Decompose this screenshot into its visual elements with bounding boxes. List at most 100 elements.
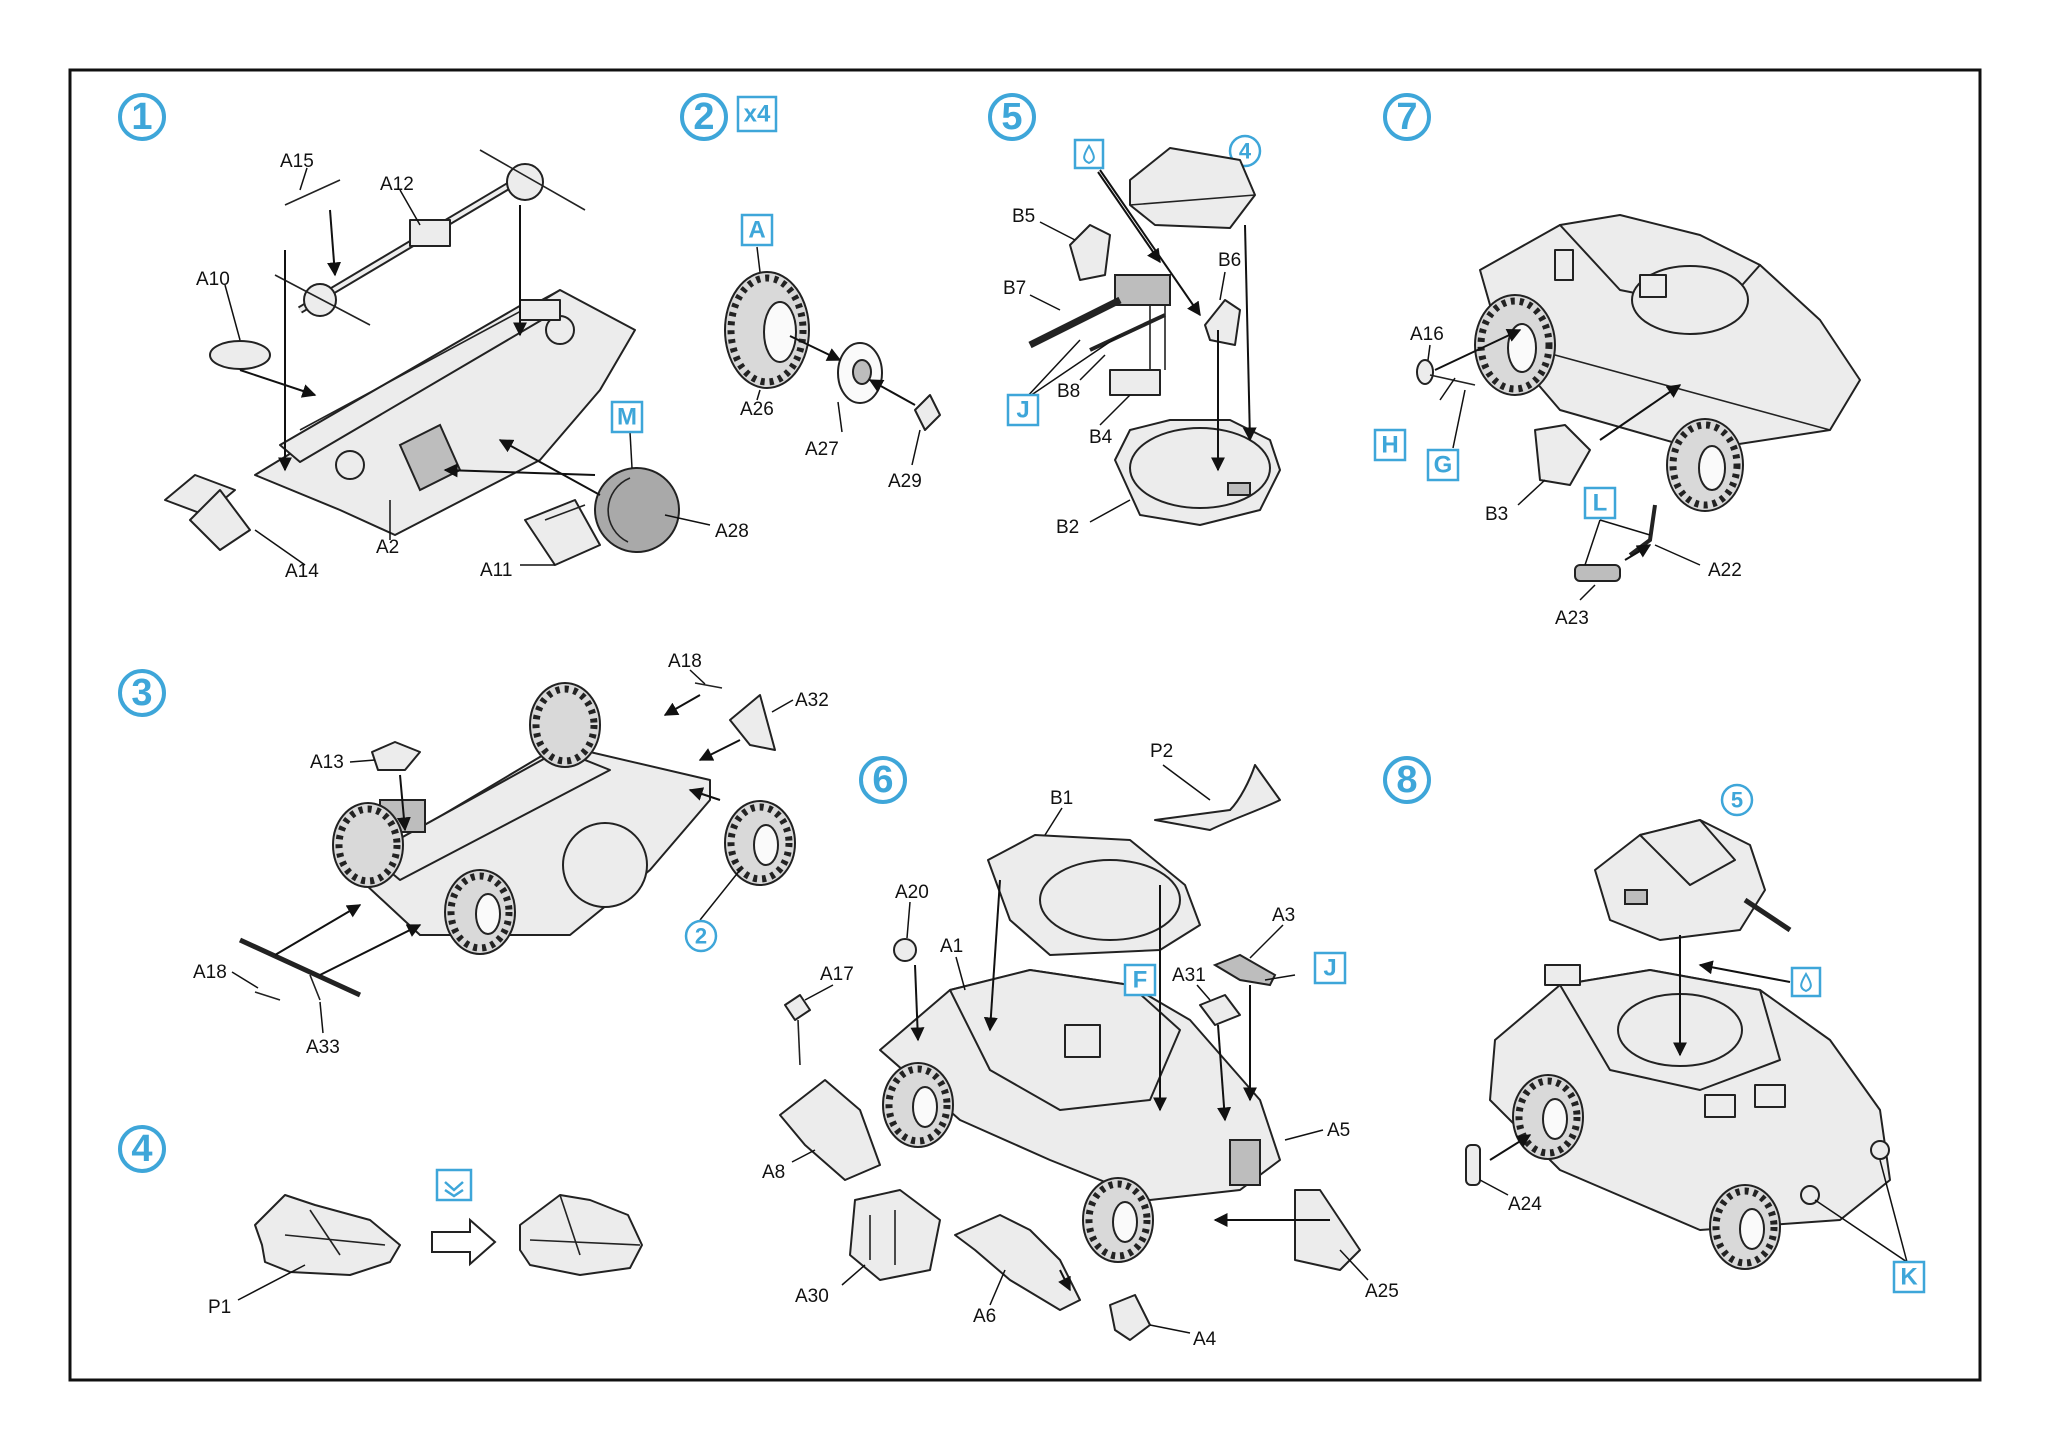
label-a3: A3	[1272, 905, 1295, 926]
step-1: 1	[118, 93, 749, 582]
label-a26: A26	[740, 399, 774, 420]
label-a15: A15	[280, 151, 314, 172]
svg-text:3: 3	[131, 672, 152, 714]
label-a31: A31	[1172, 965, 1206, 986]
tyre-a26-drawing	[724, 271, 810, 389]
glue-drop-icon	[1073, 138, 1105, 170]
svg-text:H: H	[1381, 432, 1398, 459]
label-b4: B4	[1089, 427, 1113, 448]
hull-a1-drawing	[879, 969, 1281, 1201]
glue-drop-icon-step8	[1790, 966, 1822, 998]
callout-j-step6: J	[1313, 951, 1347, 985]
label-a30: A30	[795, 1286, 829, 1307]
label-b8: B8	[1057, 381, 1080, 402]
callout-l: L	[1583, 486, 1617, 520]
svg-text:K: K	[1900, 1264, 1918, 1291]
label-b3: B3	[1485, 504, 1508, 525]
part-a17-drawing	[784, 994, 811, 1066]
part-a16-drawing	[1416, 359, 1476, 386]
part-p2-drawing	[1154, 764, 1281, 831]
part-a24-drawing	[1465, 1144, 1481, 1186]
wheels-step8-drawing	[1512, 1074, 1781, 1270]
headlights-k-drawing	[1800, 1140, 1890, 1205]
hollow-arrow-icon	[431, 1217, 497, 1267]
part-a14-drawing	[164, 474, 251, 551]
callout-k: K	[1892, 1260, 1926, 1294]
part-a10-drawing	[209, 340, 271, 370]
callout-h: H	[1373, 428, 1407, 462]
step-5-marker: 5	[988, 93, 1036, 141]
callout-j-step5: J	[1006, 393, 1040, 427]
step-4-marker: 4	[118, 1125, 166, 1173]
svg-text:A: A	[748, 217, 765, 244]
label-a16: A16	[1410, 324, 1444, 345]
label-a14: A14	[285, 561, 319, 582]
part-a30-drawing	[849, 1189, 941, 1281]
label-b1: B1	[1050, 788, 1073, 809]
step-ref-4: 4	[1228, 134, 1262, 168]
step-1-marker: 1	[118, 93, 166, 141]
label-a27: A27	[805, 439, 839, 460]
label-a5: A5	[1327, 1120, 1350, 1141]
multiplier-badge: x4	[736, 95, 778, 133]
part-b3-drawing	[1534, 424, 1591, 486]
svg-text:1: 1	[131, 96, 152, 138]
label-a25: A25	[1365, 1281, 1399, 1302]
part-a20-drawing	[893, 938, 917, 962]
label-a23: A23	[1555, 608, 1589, 629]
label-a33: A33	[306, 1037, 340, 1058]
part-a25-drawing	[1294, 1189, 1361, 1271]
svg-text:2: 2	[693, 96, 714, 138]
svg-text:5: 5	[1731, 788, 1743, 813]
step-4: 4 P1	[118, 1125, 643, 1318]
svg-text:x4: x4	[744, 101, 771, 128]
part-a28-drawing	[594, 467, 680, 553]
part-a11-drawing	[524, 499, 601, 566]
svg-text:J: J	[1323, 955, 1336, 982]
part-a4-drawing	[1109, 1294, 1151, 1341]
callout-g: G	[1426, 448, 1460, 482]
turret-b2-drawing	[1114, 419, 1281, 526]
part-a18b-drawing	[254, 991, 281, 1001]
axle-a12-drawing	[274, 149, 586, 326]
svg-text:L: L	[1593, 490, 1608, 517]
step-2: 2 x4 A A26 A27 A29	[680, 93, 941, 492]
part-a6-drawing	[954, 1214, 1081, 1311]
step-5: 5 4	[988, 93, 1281, 538]
label-a6: A6	[973, 1306, 996, 1327]
label-b5: B5	[1012, 206, 1035, 227]
svg-text:4: 4	[1239, 139, 1252, 164]
chassis-a2-drawing	[254, 289, 636, 536]
fold-symbol-icon	[435, 1168, 473, 1202]
part-a29-drawing	[914, 394, 941, 431]
part-a33-drawing	[238, 937, 362, 1001]
label-p1: P1	[208, 1297, 231, 1318]
step-6: 6	[762, 741, 1399, 1350]
vehicle-step7-drawing	[1479, 214, 1861, 451]
label-a28: A28	[715, 521, 749, 542]
gun-mount-drawing	[1028, 224, 1241, 396]
turret-step8-drawing	[1594, 819, 1792, 941]
callout-a: A	[740, 213, 774, 247]
svg-text:G: G	[1434, 452, 1453, 479]
label-a18-top: A18	[668, 651, 702, 672]
step-8-marker: 8	[1383, 756, 1431, 804]
hull-top-b1-drawing	[987, 834, 1201, 956]
svg-text:J: J	[1016, 397, 1029, 424]
wheel-a27-drawing	[837, 342, 883, 404]
svg-text:F: F	[1133, 967, 1148, 994]
part-a3-drawing	[1212, 953, 1277, 987]
part-a8-drawing	[779, 1079, 881, 1181]
label-a29: A29	[888, 471, 922, 492]
folded-p1-drawing	[519, 1194, 643, 1276]
step-6-marker: 6	[859, 756, 907, 804]
wheel-rear-step7	[1666, 418, 1744, 512]
label-a32: A32	[795, 690, 829, 711]
sheet-frame	[68, 68, 1982, 1382]
label-a13: A13	[310, 752, 344, 773]
part-a13-drawing	[371, 741, 421, 771]
step-7-marker: 7	[1383, 93, 1431, 141]
wheels-step3-drawing	[332, 682, 796, 955]
step-7: 7	[1373, 93, 1861, 629]
label-a8: A8	[762, 1162, 785, 1183]
